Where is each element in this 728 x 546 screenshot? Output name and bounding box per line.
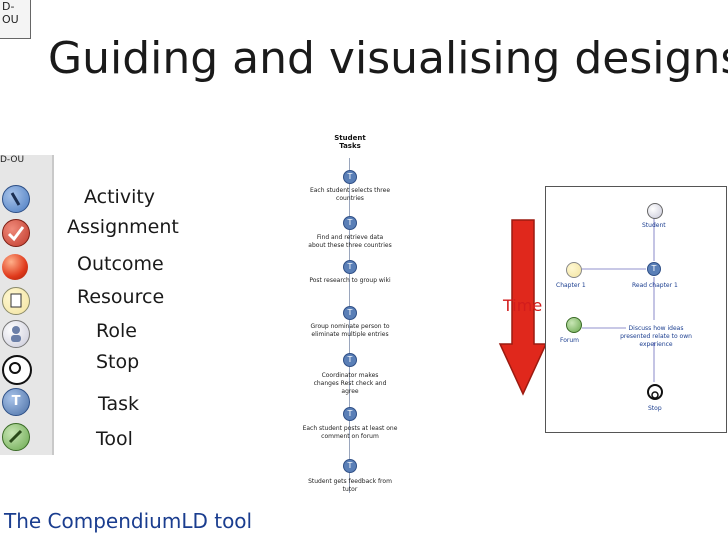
stop-icon-glyph [9, 362, 21, 374]
task-node-icon[interactable]: T [343, 353, 357, 367]
time-label: Time [503, 296, 543, 315]
slide-title: Guiding and visualising designs [48, 33, 728, 84]
legend-label-outcome: Outcome [77, 253, 164, 275]
resource-icon-glyph [10, 293, 22, 308]
task-step-3: Post research to group wiki [295, 277, 405, 285]
task-step-1: Each student selects three countries [295, 187, 405, 203]
tool-icon[interactable] [566, 317, 582, 333]
task-node-icon[interactable]: T [343, 170, 357, 184]
diagram-label-read-chapter: Read chapter 1 [632, 282, 678, 289]
tool-icon[interactable] [2, 423, 30, 451]
step-line: tutor [342, 486, 358, 493]
discuss-line: presented relate to own [620, 333, 692, 340]
step-line: comment on forum [321, 433, 379, 440]
discuss-line: experience [639, 341, 673, 348]
task-step-7: Student gets feedback from tutor [295, 478, 405, 494]
diagram-label-chapter: Chapter 1 [556, 282, 586, 289]
discuss-line: Discuss how ideas [628, 325, 684, 332]
palette-header: D-OU [0, 155, 25, 165]
task-icon[interactable]: T [647, 262, 661, 276]
assignment-icon[interactable] [2, 219, 30, 247]
assignment-icon-glyph [7, 226, 25, 242]
window-fragment: D-OU [0, 0, 31, 39]
legend-label-stop: Stop [96, 351, 140, 373]
task-step-5: Coordinator makes changes Rest check and… [295, 372, 405, 396]
stop-icon[interactable] [647, 384, 663, 400]
diagram-label-forum: Forum [560, 337, 580, 344]
activity-icon-glyph [10, 192, 21, 206]
step-line: about these three countries [308, 242, 392, 249]
step-line: Group nominate person to [310, 323, 390, 330]
task-step-6: Each student posts at least one comment … [290, 425, 410, 441]
task-sequence: Student Tasks T Each student selects thr… [290, 130, 410, 500]
stop-icon-glyph [651, 391, 659, 399]
diagram-label-stop: Stop [648, 405, 662, 412]
legend-label-tool: Tool [96, 428, 133, 450]
step-line: countries [336, 195, 364, 202]
diagram-label-student: Student [642, 222, 666, 229]
step-line: Each student selects three [309, 187, 391, 194]
outcome-icon[interactable] [2, 254, 28, 280]
step-line: eliminate multiple entries [311, 331, 389, 338]
legend-label-resource: Resource [77, 286, 165, 308]
step-line: Student gets feedback from [308, 478, 392, 485]
role-icon[interactable] [647, 203, 663, 219]
task-node-icon[interactable]: T [343, 306, 357, 320]
step-line: changes Rest check and [313, 380, 387, 387]
design-diagram: Student Chapter 1 T Read chapter 1 Forum… [545, 186, 727, 433]
sequence-header: Student Tasks [310, 134, 390, 150]
legend-label-assignment: Assignment [67, 216, 179, 238]
task-step-2: Find and retrieve data about these three… [295, 234, 405, 250]
task-icon[interactable]: T [2, 388, 30, 416]
step-line: Each student posts at least one [302, 425, 398, 432]
resource-icon[interactable] [566, 262, 582, 278]
sequence-header-line2: Tasks [339, 142, 361, 150]
window-fragment-label: D-OU [2, 0, 19, 26]
task-node-icon[interactable]: T [343, 459, 357, 473]
legend-label-activity: Activity [84, 186, 156, 208]
step-line: Coordinator makes [321, 372, 379, 379]
task-node-icon[interactable]: T [343, 260, 357, 274]
step-line: Find and retrieve data [316, 234, 384, 241]
sequence-connector [349, 158, 350, 493]
activity-icon[interactable] [2, 185, 30, 213]
resource-icon[interactable] [2, 287, 30, 315]
step-line: agree [341, 388, 359, 395]
task-node-icon[interactable]: T [343, 407, 357, 421]
time-arrow-icon [498, 219, 548, 396]
role-icon-glyph [11, 326, 21, 342]
stop-icon[interactable] [2, 355, 32, 385]
step-line: Post research to group wiki [309, 277, 391, 284]
palette-icons: T [0, 0, 60, 546]
diagram-label-discuss: Discuss how ideas presented relate to ow… [616, 325, 696, 349]
task-step-4: Group nominate person to eliminate multi… [295, 323, 405, 339]
tool-icon-glyph [8, 429, 23, 444]
diagram-connectors [582, 217, 655, 382]
sequence-header-line1: Student [334, 134, 366, 142]
role-icon[interactable] [2, 320, 30, 348]
legend-label-role: Role [96, 320, 137, 342]
legend-label-task: Task [98, 393, 140, 415]
task-node-icon[interactable]: T [343, 216, 357, 230]
footer-caption: The CompendiumLD tool [4, 509, 253, 533]
